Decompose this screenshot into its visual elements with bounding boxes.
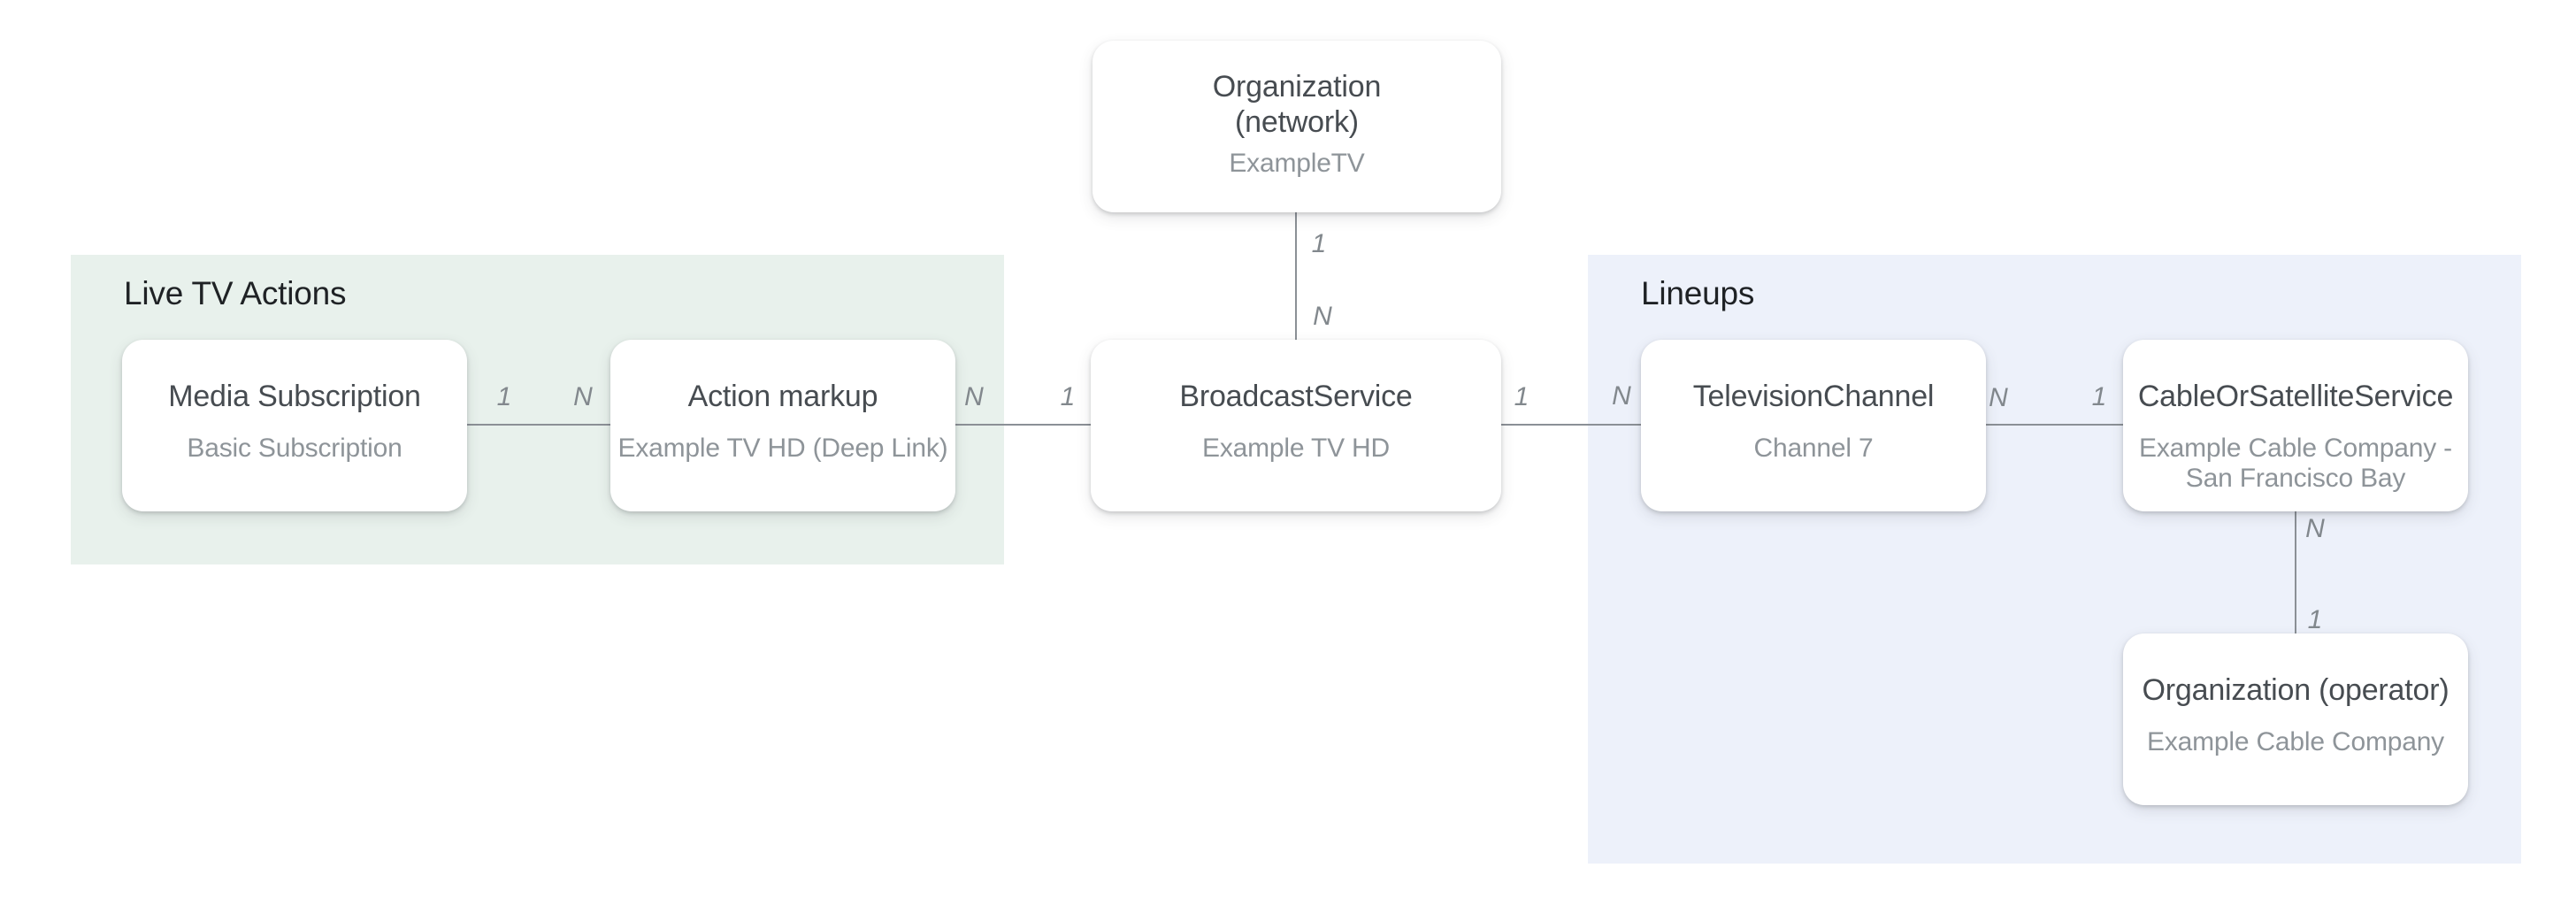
cardinality-media-side: 1: [496, 382, 512, 411]
edge-network-broadcast-line: [1295, 212, 1297, 340]
node-television-channel: TelevisionChannel Channel 7: [1641, 340, 1986, 511]
edge-cable-operator-line: [2295, 511, 2296, 633]
node-organization-network-title: Organization (network): [1212, 70, 1382, 139]
cardinality-network-side: 1: [1311, 229, 1327, 258]
group-lineups-title: Lineups: [1641, 275, 1755, 311]
cardinality-cable-side-left: 1: [2091, 382, 2107, 411]
cardinality-action-side-left: N: [573, 382, 593, 411]
cardinality-action-side-right: N: [964, 382, 984, 411]
cardinality-broadcast-side-right: 1: [1514, 382, 1530, 411]
node-broadcast-service: BroadcastService Example TV HD: [1091, 340, 1501, 511]
edge-action-broadcast-line: [955, 424, 1091, 426]
node-organization-operator-subtitle: Example Cable Company: [2147, 727, 2444, 756]
group-live-tv-actions-title: Live TV Actions: [124, 275, 347, 311]
node-broadcast-service-subtitle: Example TV HD: [1202, 434, 1390, 463]
cardinality-tv-side-right: N: [1989, 383, 2008, 412]
cardinality-broadcast-side-left: 1: [1060, 382, 1076, 411]
node-action-markup-title: Action markup: [687, 380, 878, 413]
node-media-subscription-subtitle: Basic Subscription: [187, 434, 402, 463]
node-broadcast-service-title: BroadcastService: [1179, 380, 1413, 413]
node-action-markup-subtitle: Example TV HD (Deep Link): [617, 434, 948, 463]
node-cable-or-satellite-service: CableOrSatelliteService Example Cable Co…: [2123, 340, 2468, 511]
node-organization-operator: Organization (operator) Example Cable Co…: [2123, 633, 2468, 805]
node-cable-or-satellite-service-title: CableOrSatelliteService: [2137, 380, 2454, 413]
edge-tv-cable-line: [1986, 424, 2123, 426]
edge-broadcast-tv-line: [1501, 424, 1641, 426]
edge-media-action-line: [467, 424, 610, 426]
node-cable-or-satellite-service-subtitle: Example Cable Company - San Francisco Ba…: [2139, 434, 2452, 493]
cardinality-cable-side-bottom: N: [2305, 514, 2325, 543]
node-action-markup: Action markup Example TV HD (Deep Link): [610, 340, 955, 511]
cardinality-tv-side-left: N: [1612, 381, 1631, 411]
node-media-subscription-title: Media Subscription: [168, 380, 421, 413]
node-media-subscription: Media Subscription Basic Subscription: [122, 340, 467, 511]
node-television-channel-title: TelevisionChannel: [1692, 380, 1935, 413]
node-organization-network-subtitle: ExampleTV: [1229, 149, 1365, 178]
node-organization-network: Organization (network) ExampleTV: [1092, 41, 1501, 212]
node-television-channel-subtitle: Channel 7: [1753, 434, 1874, 463]
cardinality-broadcast-side-top: N: [1313, 302, 1332, 331]
node-organization-operator-title: Organization (operator): [2142, 673, 2450, 707]
cardinality-operator-side: 1: [2307, 605, 2323, 634]
